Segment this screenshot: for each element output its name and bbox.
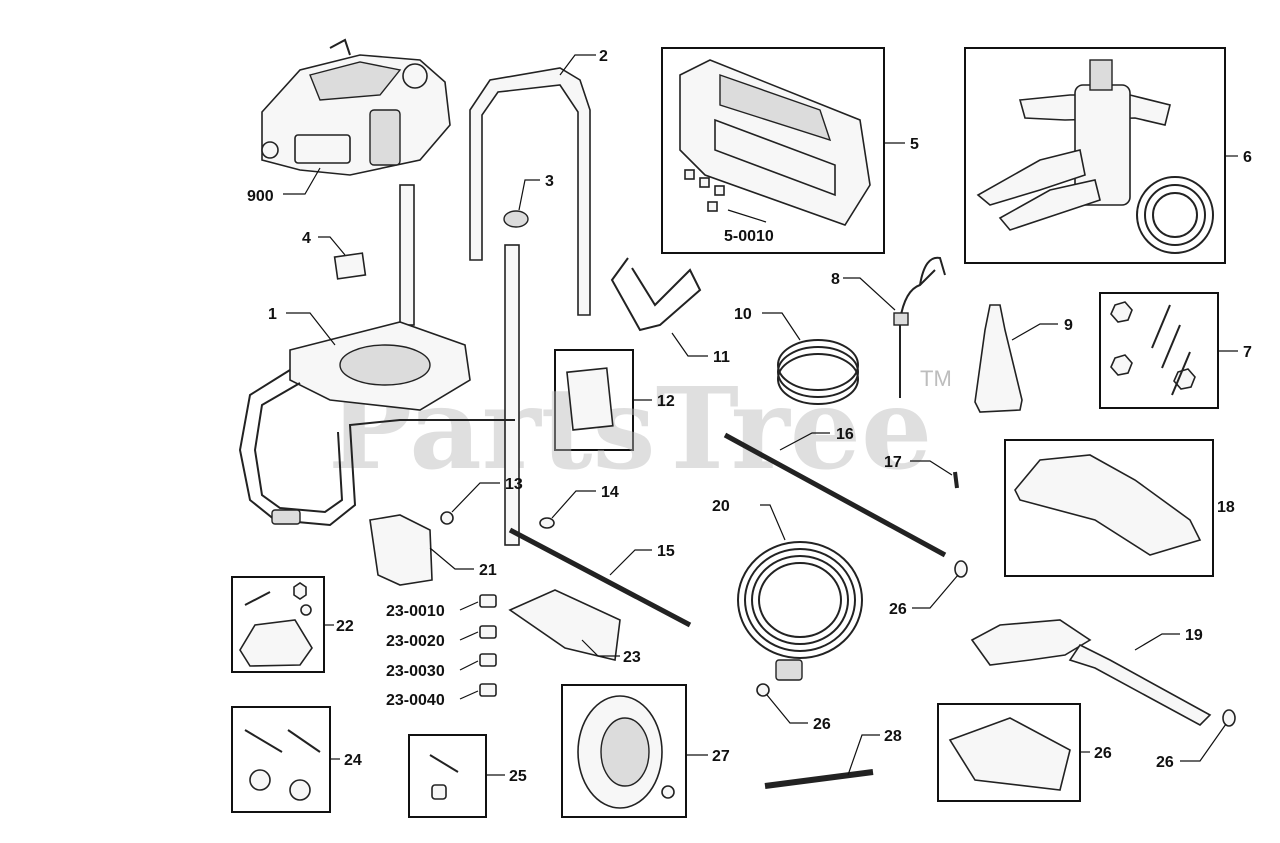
grip-part-18: [1014, 454, 1202, 556]
callout-20: 20: [712, 498, 730, 515]
kit-part-26: [948, 717, 1071, 791]
callout-16: 16: [836, 426, 854, 443]
box-part-18: [1004, 439, 1214, 577]
handle-part-2: [469, 67, 591, 316]
bolts-part-7: [1110, 301, 1196, 396]
callout-15: 15: [657, 543, 675, 560]
oring-26c: [1222, 709, 1236, 727]
coil-part-10: [777, 339, 859, 405]
box-part-5: [661, 47, 885, 254]
callout-4: 4: [302, 230, 311, 247]
box-part-25: [408, 734, 487, 818]
wheel-part-27: [577, 695, 675, 809]
callout-23: 23: [623, 649, 641, 666]
box-part-24: [231, 706, 331, 813]
callout-3: 3: [545, 173, 554, 190]
wand-part-16: [723, 432, 947, 558]
callout-26-gun: 26: [1156, 754, 1174, 771]
callout-21: 21: [479, 562, 497, 579]
callout-2: 2: [599, 48, 608, 65]
callout-12: 12: [657, 393, 675, 410]
holster-part-21: [369, 514, 433, 586]
leader-lines: [283, 54, 1238, 776]
pump-part-6: [976, 59, 1214, 254]
callout-23-0020: 23-0020: [386, 633, 445, 650]
bracket-part-11: [610, 257, 702, 332]
hardware-part-25: [429, 754, 459, 800]
hose-part-20: [737, 541, 863, 681]
callout-13: 13: [505, 476, 523, 493]
callout-24: 24: [344, 752, 362, 769]
tie-part-28: [764, 769, 874, 789]
engine-illustration: [261, 38, 451, 176]
callout-6: 6: [1243, 149, 1252, 166]
callout-25: 25: [509, 768, 527, 785]
callout-11: 11: [713, 349, 730, 366]
callout-26-hose: 26: [813, 716, 831, 733]
hardware-part-22: [239, 582, 313, 667]
washer-part-14: [539, 517, 555, 529]
washer-part-13: [440, 511, 454, 525]
plate-part-12: [566, 367, 614, 431]
box-part-27: [561, 684, 687, 818]
callout-8: 8: [831, 271, 840, 288]
frame-part-1: [238, 184, 520, 546]
callout-23-0040: 23-0040: [386, 692, 445, 709]
callout-17: 17: [884, 454, 902, 471]
nozzles-part-23: [479, 589, 621, 697]
oring-26a: [954, 560, 968, 578]
callout-5: 5: [910, 136, 919, 153]
cap-part-3: [503, 210, 529, 228]
rod-part-15: [508, 527, 692, 628]
shroud-part-5: [679, 59, 871, 226]
probe-part-8: [893, 256, 946, 398]
callout-14: 14: [601, 484, 619, 501]
callout-28: 28: [884, 728, 902, 745]
hardware-part-24: [244, 729, 321, 801]
oring-26b: [756, 683, 770, 697]
callout-19: 19: [1185, 627, 1203, 644]
callout-23-0010: 23-0010: [386, 603, 445, 620]
callout-1: 1: [268, 306, 277, 323]
callout-18: 18: [1217, 499, 1235, 516]
callout-22: 22: [336, 618, 354, 635]
callout-900: 900: [247, 188, 274, 205]
callout-26-wand: 26: [889, 601, 907, 618]
pin-part-17: [953, 471, 959, 489]
callout-9: 9: [1064, 317, 1073, 334]
callout-27: 27: [712, 748, 730, 765]
callout-10: 10: [734, 306, 752, 323]
callout-5-0010: 5-0010: [724, 228, 774, 245]
callout-26-kit: 26: [1094, 745, 1112, 762]
callout-7: 7: [1243, 344, 1252, 361]
label-part-4: [333, 252, 367, 280]
watermark-trademark: TM: [920, 366, 952, 391]
bottle-part-9: [974, 304, 1023, 413]
callout-23-0030: 23-0030: [386, 663, 445, 680]
gun-part-19: [970, 619, 1212, 726]
